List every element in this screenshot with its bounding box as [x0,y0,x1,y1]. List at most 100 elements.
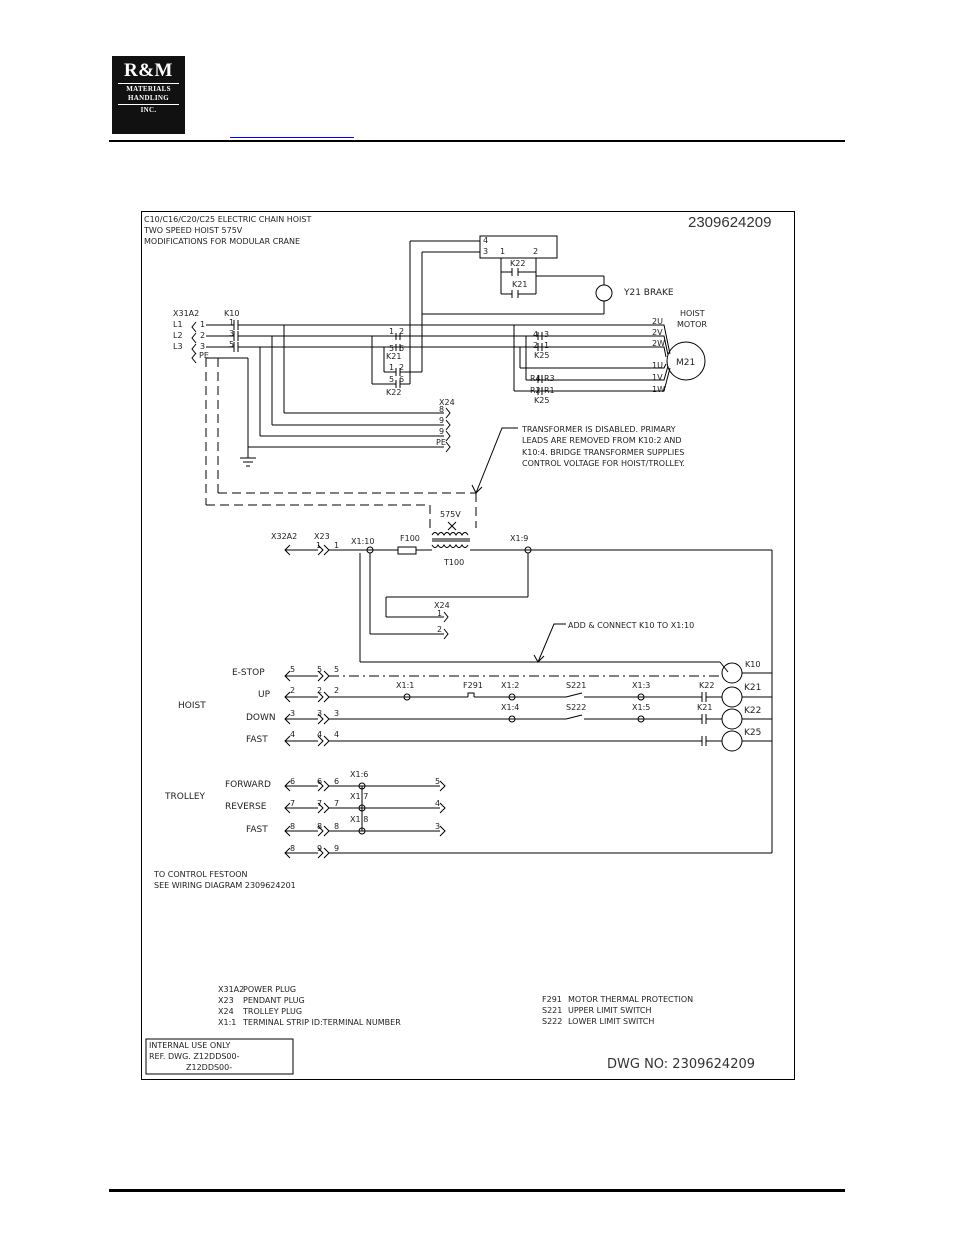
brake-k21-contact: K21 [512,280,527,289]
svg-text:6: 6 [317,777,322,786]
svg-text:2: 2 [317,686,322,695]
x24-top-pins [445,407,451,453]
svg-text:2: 2 [290,686,295,695]
power-pin-pe: PE [199,351,209,360]
phase-l3: L3 [173,342,183,351]
svg-text:1W: 1W [652,385,665,394]
transformer-name: T100 [443,558,464,567]
svg-text:9: 9 [334,844,339,853]
svg-text:8: 8 [439,405,444,414]
svg-text:6: 6 [334,777,339,786]
svg-text:3: 3 [435,822,440,831]
coil-k25 [721,730,743,752]
svg-text:2: 2 [533,341,538,350]
brake-pin-2: 2 [533,247,538,256]
coil-k22 [721,708,743,730]
svg-text:8: 8 [317,822,322,831]
svg-text:TERMINAL STRIP ID:TERMINAL NUM: TERMINAL STRIP ID:TERMINAL NUMBER [242,1018,401,1027]
svg-text:3: 3 [229,329,234,338]
svg-text:4: 4 [290,730,295,739]
motor-name: M21 [676,358,695,368]
rung-up-label: UP [258,690,271,700]
k21-power-label: K21 [386,352,401,361]
x24-top-label: X24 [439,398,455,407]
k25-contacts [537,332,543,351]
rung-forward-label: FORWARD [225,780,271,790]
svg-text:1: 1 [389,363,394,372]
svg-text:UPPER LIMIT SWITCH: UPPER LIMIT SWITCH [568,1006,652,1015]
fuse-f100 [397,546,417,555]
svg-text:X23: X23 [218,996,234,1005]
phase-l2: L2 [173,331,183,340]
transformer-note-leader [475,427,518,494]
drawing-number-top: 2309624209 [688,214,771,231]
trolley-group-label: TROLLEY [164,792,206,802]
svg-text:1: 1 [389,327,394,336]
svg-text:S222: S222 [542,1017,562,1026]
svg-text:X1:7: X1:7 [350,792,368,801]
svg-text:5: 5 [317,665,322,674]
ground-symbol [240,457,256,467]
x1-10-label: X1:10 [351,537,374,546]
svg-text:9: 9 [317,844,322,853]
brake-pin-4: 4 [483,236,488,245]
svg-text:9: 9 [439,427,444,436]
svg-text:2V: 2V [652,328,663,337]
footer-rule [109,1189,845,1192]
s222-label: S222 [566,703,586,712]
x1-9-label: X1:9 [510,534,528,543]
svg-text:CONTROL VOLTAGE FOR HOIST/TROL: CONTROL VOLTAGE FOR HOIST/TROLLEY. [522,459,685,468]
interlock-k22: K22 [699,681,714,690]
logo-handling: HANDLING [128,94,169,102]
motor-title1: HOIST [680,309,705,318]
svg-text:2: 2 [399,327,404,336]
svg-text:1U: 1U [652,361,663,370]
svg-text:X1:8: X1:8 [350,815,368,824]
header-rule [109,140,845,142]
svg-text:5: 5 [290,665,295,674]
transformer-secondary [431,544,469,548]
add-connect-leader [537,623,566,663]
svg-text:6: 6 [399,344,404,353]
svg-text:LEADS ARE REMOVED FROM K10:2 A: LEADS ARE REMOVED FROM K10:2 AND [522,436,682,445]
svg-text:K21: K21 [744,683,761,693]
rung-down-label: DOWN [246,713,276,723]
svg-text:K25: K25 [744,728,761,738]
svg-text:2: 2 [334,686,339,695]
motor-leads [648,324,671,392]
svg-text:MOTOR THERMAL PROTECTION: MOTOR THERMAL PROTECTION [568,995,693,1004]
svg-text:X1:1: X1:1 [396,681,414,690]
svg-text:X1:6: X1:6 [350,770,368,779]
svg-text:POWER PLUG: POWER PLUG [243,985,296,994]
title-line2: TWO SPEED HOIST 575V [143,226,243,235]
svg-text:R3: R3 [544,374,555,383]
dwg-number: DWG NO: 2309624209 [607,1057,755,1072]
coil-k21 [721,686,743,708]
svg-text:LOWER LIMIT SWITCH: LOWER LIMIT SWITCH [568,1017,654,1026]
power-pin-1: 1 [200,320,205,329]
svg-text:3: 3 [317,709,322,718]
svg-text:S221: S221 [542,1006,562,1015]
brake-terminal-box [479,235,558,259]
header-link[interactable] [230,125,354,138]
x24-lower-label: X24 [434,601,450,610]
power-plug-label: X31A2 [173,309,199,318]
svg-text:6: 6 [290,777,295,786]
svg-text:4: 4 [334,730,339,739]
svg-text:6: 6 [399,375,404,384]
svg-text:F291: F291 [542,995,562,1004]
company-logo: R&M MATERIALS HANDLING INC. [112,56,185,134]
title-line1: C10/C16/C20/C25 ELECTRIC CHAIN HOIST [144,215,311,224]
x32-label: X32A2 [271,532,297,541]
festoon-line1: TO CONTROL FESTOON [153,870,248,879]
svg-text:2: 2 [399,363,404,372]
f291-label: F291 [463,681,483,690]
power-pin-2: 2 [200,331,205,340]
svg-text:X1:5: X1:5 [632,703,650,712]
svg-text:2: 2 [437,625,442,634]
svg-text:PE: PE [436,438,446,447]
logo-rm: R&M [124,60,173,81]
svg-text:X31A2: X31A2 [218,985,244,994]
x23-label: X23 [314,532,330,541]
